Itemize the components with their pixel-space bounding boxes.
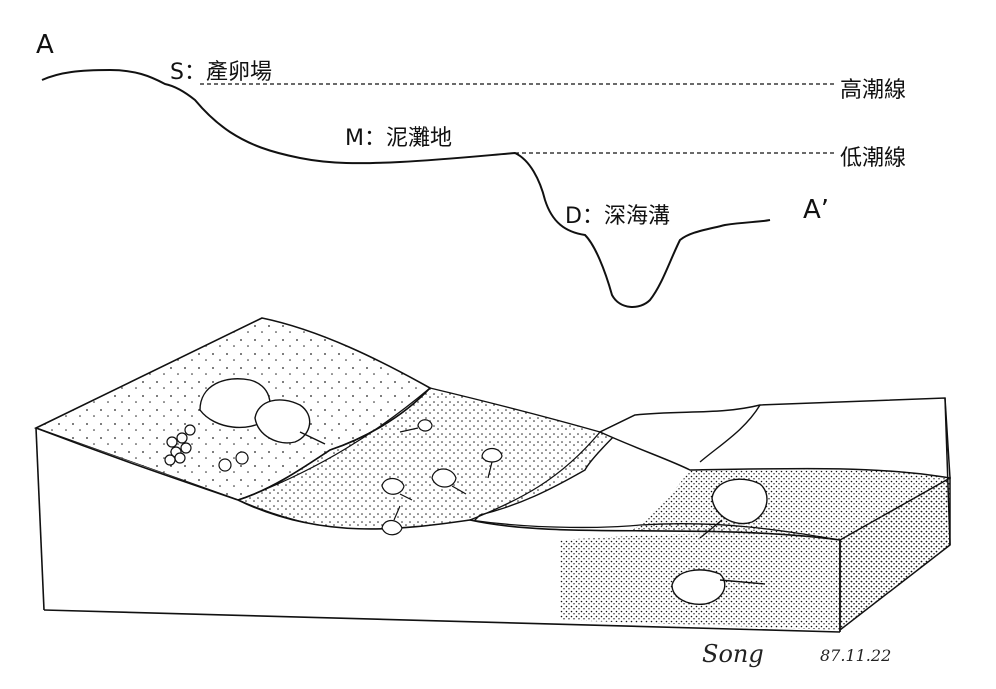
low-tide-line-label: 低潮線	[840, 146, 907, 171]
artist-signature: Song	[702, 640, 764, 668]
block-bottom-edge	[43, 609, 841, 633]
high-tide-line-label: 高潮線	[840, 78, 907, 103]
adult-horseshoe-crab	[671, 569, 766, 605]
juvenile-horseshoe-crab	[399, 419, 433, 433]
section-end-label: A’	[803, 195, 830, 225]
juvenile-horseshoe-crab	[481, 447, 503, 479]
zone-boundary-line	[469, 431, 601, 521]
block-right-edge	[944, 397, 951, 546]
adult-horseshoe-crab	[699, 478, 768, 539]
section-start-label: A	[36, 30, 54, 60]
cross-section-profile	[41, 68, 835, 308]
horseshoe-crab-egg-cluster	[164, 424, 196, 466]
right-bank-surface	[598, 397, 951, 479]
juvenile-horseshoe-crab	[381, 477, 413, 501]
zone-boundary-line	[237, 387, 431, 501]
adult-horseshoe-crab-pair	[199, 378, 326, 445]
mudflat-label: M：泥灘地	[345, 126, 452, 151]
horseshoe-crab-eggs	[218, 451, 249, 472]
deep-trench-label: D：深海溝	[565, 204, 670, 229]
seabed-profile-line	[41, 68, 771, 308]
drawing-date: 87.11.22	[820, 646, 892, 665]
block-left-edge	[35, 427, 45, 611]
juvenile-horseshoe-crab	[431, 468, 467, 495]
juvenile-horseshoe-crab	[381, 505, 403, 536]
spawning-ground-label: S：產卵場	[170, 60, 272, 85]
right-bank-ridge	[699, 404, 761, 463]
